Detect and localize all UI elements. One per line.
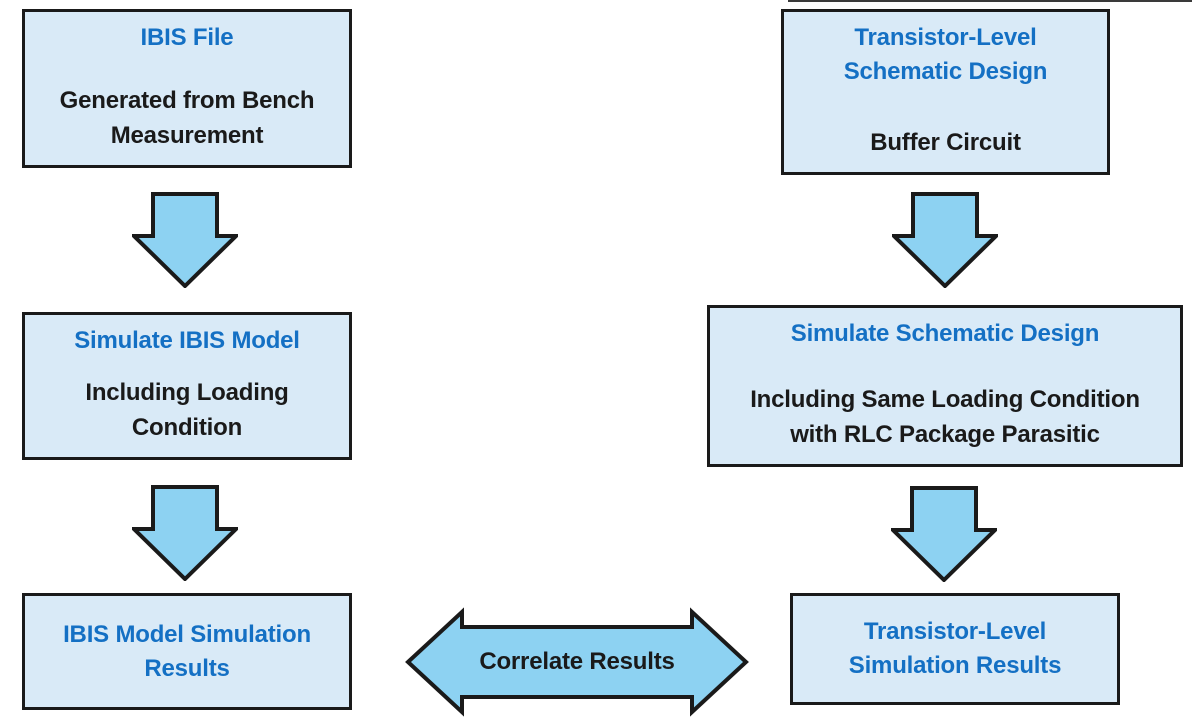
box-title: Transistor-Level Simulation Results bbox=[848, 618, 1062, 679]
box-body: Buffer Circuit bbox=[870, 129, 1021, 156]
box-body: Generated from Bench Measurement bbox=[59, 87, 315, 149]
correlate-label: Correlate Results bbox=[479, 648, 675, 675]
box-body: Including Loading Condition bbox=[85, 379, 289, 441]
box-transistor-schematic-design: Transistor-Level Schematic Design Buffer… bbox=[781, 9, 1110, 175]
correlate-results-arrow: Correlate Results bbox=[405, 607, 749, 717]
box-ibis-file: IBIS File Generated from Bench Measureme… bbox=[22, 9, 352, 168]
box-body: Including Same Loading Condition with RL… bbox=[750, 386, 1140, 448]
box-simulate-schematic-design: Simulate Schematic Design Including Same… bbox=[707, 305, 1183, 467]
down-arrow-icon bbox=[892, 192, 998, 288]
down-arrow-icon bbox=[891, 486, 997, 582]
box-simulate-ibis-model: Simulate IBIS Model Including Loading Co… bbox=[22, 312, 352, 460]
box-transistor-simulation-results: Transistor-Level Simulation Results bbox=[790, 593, 1120, 705]
box-title: IBIS Model Simulation Results bbox=[63, 620, 311, 682]
cropped-edge-line bbox=[788, 0, 1192, 2]
box-title: IBIS File bbox=[140, 24, 234, 51]
down-arrow-icon bbox=[132, 192, 238, 288]
down-arrow-icon bbox=[132, 485, 238, 581]
box-title: Simulate IBIS Model bbox=[74, 327, 300, 354]
box-ibis-simulation-results: IBIS Model Simulation Results bbox=[22, 593, 352, 710]
box-title: Simulate Schematic Design bbox=[790, 320, 1100, 347]
box-title: Transistor-Level Schematic Design bbox=[843, 24, 1048, 85]
double-headed-arrow-icon bbox=[405, 607, 749, 717]
